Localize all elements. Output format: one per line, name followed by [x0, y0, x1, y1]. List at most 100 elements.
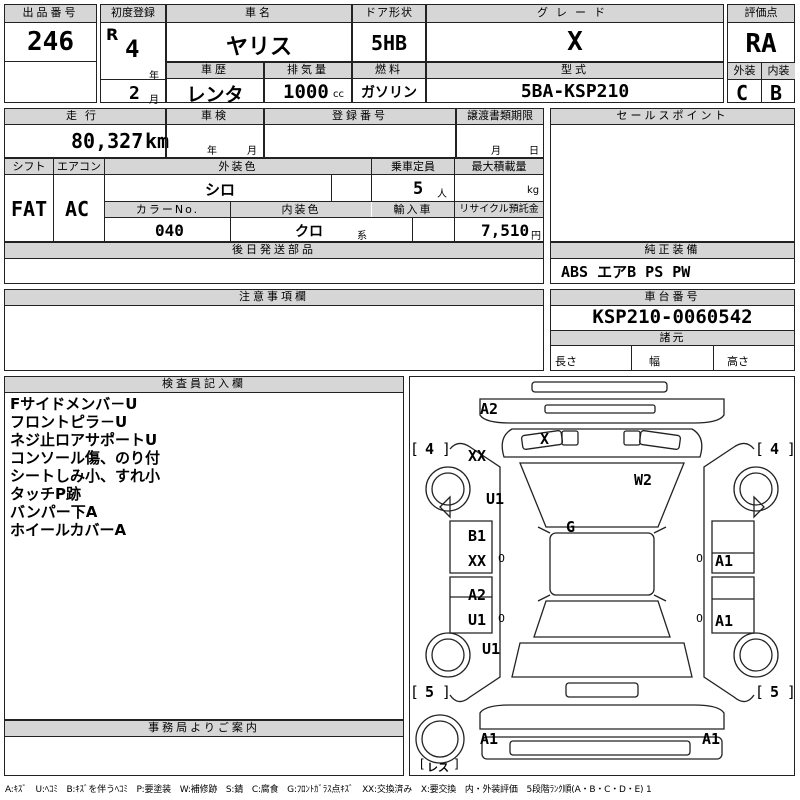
lot-number: 246 [27, 27, 74, 57]
tire-rr-bracket-close: ] [788, 683, 794, 701]
damage-mark-rear-right-door: A1 [715, 612, 734, 630]
car-name-label: 車名 [167, 5, 351, 23]
tire-fl-bracket-close: ] [443, 440, 449, 458]
history-label: 車歴 [167, 63, 263, 79]
score-box: 評価点 RA 外装 内装 C B [727, 4, 795, 105]
model-label: 型式 [427, 63, 723, 79]
int-score: B [770, 81, 783, 105]
shift-value: FAT [11, 197, 48, 221]
remark-line: Fサイドメンバ－U [10, 395, 138, 413]
lot-label: 出品番号 [5, 5, 96, 23]
tire-fl-tread: 4 [425, 440, 435, 458]
capacity-label: 乗車定員 [372, 159, 454, 174]
spare-bracket-close: ] [454, 757, 459, 771]
office-box: 事務局よりご案内 [4, 720, 404, 776]
max-load-label: 最大積載量 [455, 159, 543, 174]
first-registration-label: 初度登録 [101, 5, 165, 23]
model-value: 5BA-KSP210 [520, 81, 630, 102]
inspection-box: 車検 年 月 [166, 108, 264, 158]
recycle-unit: 円 [531, 231, 541, 242]
left-door-zero: 0 [498, 552, 505, 565]
inspection-label: 車検 [167, 109, 263, 125]
damage-mark-front-bumper: A2 [480, 400, 499, 418]
spec-length: 長さ [555, 355, 577, 368]
transfer-month-unit: 月 [491, 146, 501, 157]
lot-box: 出品番号 246 [4, 4, 97, 103]
vehicle-info-box: シフト エアコン 外装色 乗車定員 最大積載量 FAT AC シロ 5 人 kg… [4, 158, 544, 242]
caution-label: 注意事項欄 [5, 290, 543, 306]
chassis-label: 車台番号 [551, 290, 794, 306]
mileage-unit: km [145, 129, 170, 153]
damage-mark-front-left-door-1: B1 [468, 527, 487, 545]
reg-no-label: 登録番号 [265, 109, 455, 125]
int-color-label: 内装色 [231, 202, 371, 217]
remark-line: バンパー下A [10, 503, 98, 521]
tire-rr-bracket-open: [ [757, 683, 763, 701]
spec-width: 幅 [649, 355, 660, 368]
era: R [106, 25, 119, 44]
int-color-value: クロ [295, 224, 323, 240]
specs-label: 諸元 [551, 331, 794, 345]
aircon-label: エアコン [54, 159, 104, 174]
equipment-value: ABS エアB PS PW [561, 263, 691, 281]
damage-mark-roof: G [566, 518, 576, 536]
car-name-value: ヤリス [225, 35, 292, 60]
grade-value: X [567, 27, 583, 57]
car-diagram-box: [ 4 ] [ 4 ] [ 5 ] [ 5 ] 0 0 0 0 [ レス ] A… [409, 376, 795, 776]
tire-rl-bracket-close: ] [443, 683, 449, 701]
capacity-unit: 人 [437, 189, 447, 200]
shift-label: シフト [5, 159, 53, 174]
damage-mark-rear-bumper-right: A1 [702, 730, 721, 748]
first-registration-box: 初度登録 R 4 年 2 月 [100, 4, 166, 106]
remark-line: シートしみ小、すれ小 [10, 467, 161, 485]
aircon-value: AC [65, 197, 90, 221]
tire-rl-bracket-open: [ [412, 683, 418, 701]
inspector-box: 検査員記入欄 Fサイドメンバ－U フロントピラ－U ネジ止ロアサポートU コンソ… [4, 376, 404, 720]
remark-line: タッチP跡 [10, 485, 81, 503]
office-label: 事務局よりご案内 [5, 721, 403, 737]
int-color-unit: 系 [357, 231, 367, 242]
reg-no-box: 登録番号 [264, 108, 456, 158]
sales-point-label: セールスポイント [551, 109, 794, 125]
damage-mark-front-right-door: A1 [715, 552, 734, 570]
inspector-label: 検査員記入欄 [5, 377, 403, 393]
door-box: ドア形状 5HB [352, 4, 426, 62]
mileage-box: 走行 80,327 km [4, 108, 170, 158]
damage-mark-front-left-pillar: U1 [486, 490, 505, 508]
transfer-label: 譲渡書類期限 [457, 109, 543, 125]
grade-label: グレード [427, 5, 723, 23]
mileage-label: 走行 [5, 109, 165, 125]
score-label: 評価点 [728, 5, 794, 23]
later-parts-box: 後日発送部品 [4, 242, 544, 284]
tire-fr-bracket-open: [ [757, 440, 763, 458]
chassis-value: KSP210-0060542 [592, 306, 753, 328]
remark-line: コンソール傷、のり付 [10, 449, 161, 467]
color-no-label: カラーNo. [105, 202, 230, 217]
inspection-year-unit: 年 [207, 146, 217, 157]
displacement-label: 排気量 [265, 63, 351, 79]
door-value: 5HB [370, 31, 408, 55]
displacement-box: 排気量 1000 cc [264, 62, 352, 103]
transfer-box: 譲渡書類期限 月 日 [456, 108, 544, 158]
remark-line: ホイールカバーA [10, 521, 127, 539]
score-value: RA [745, 29, 777, 59]
inspection-month-unit: 月 [247, 146, 257, 157]
legend: A:ｷｽﾞ U:ﾍｺﾐ B:ｷｽﾞを伴うﾍｺﾐ P:要塗装 W:補修跡 S:錆 … [5, 785, 652, 795]
inspector-remarks: Fサイドメンバ－U フロントピラ－U ネジ止ロアサポートU コンソール傷、のり付… [10, 395, 160, 539]
spare-label: レス [427, 761, 449, 774]
import-label: 輸入車 [372, 202, 454, 217]
right-door-zero: 0 [696, 552, 703, 565]
door-label: ドア形状 [353, 5, 425, 23]
displacement-unit: cc [333, 89, 344, 100]
recycle-value: 7,510 [481, 221, 530, 240]
equipment-box: 純正装備 ABS エアB PS PW [550, 242, 795, 284]
equipment-label: 純正装備 [551, 243, 794, 259]
remark-line: フロントピラ－U [10, 413, 128, 431]
grade-box: グレード X [426, 4, 724, 62]
damage-mark-hood: X [540, 430, 550, 448]
damage-mark-front-left-door-2: XX [468, 552, 487, 570]
ext-color-label: 外装色 [105, 159, 371, 174]
capacity-value: 5 [413, 179, 424, 199]
tire-fr-bracket-close: ] [788, 440, 794, 458]
year-unit: 年 [149, 71, 159, 82]
